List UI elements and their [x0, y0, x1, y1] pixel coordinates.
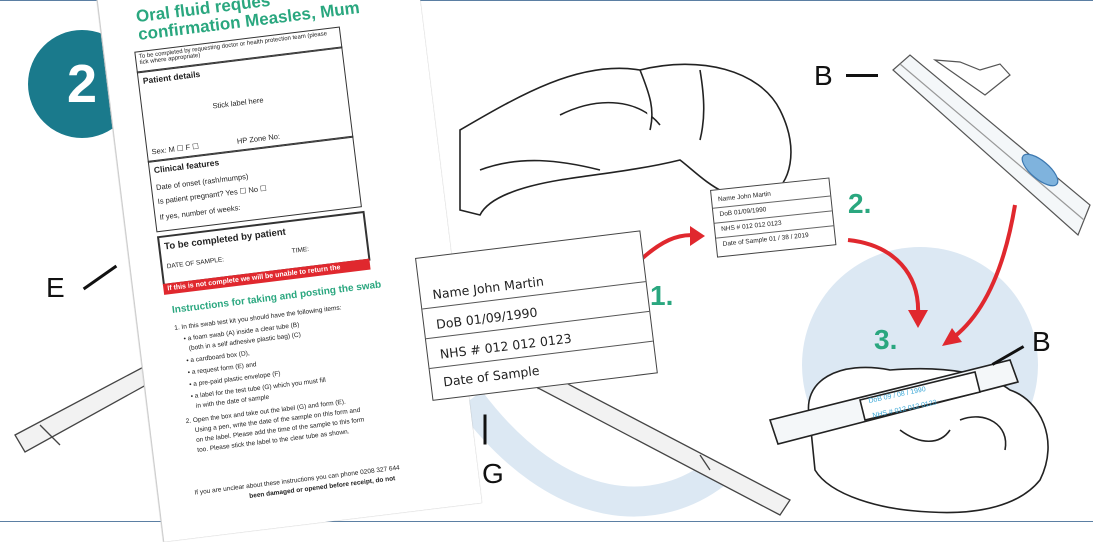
arrow-3-icon [942, 204, 1017, 346]
hp-zone-field: HP Zone No: [236, 131, 281, 146]
small-label-dob-row: DoB 01/09/1990 [719, 206, 767, 219]
swab-tube-icon [892, 54, 1091, 237]
label-nhs-row: NHS # 012 012 0123 [438, 330, 573, 362]
patient-section-heading: To be completed by patient [163, 226, 287, 253]
step-3-number: 3. [874, 324, 898, 355]
small-label-date-row: Date of Sample 01 / 38 / 2019 [722, 231, 810, 248]
weeks-field: If yes, number of weeks: [159, 202, 241, 222]
letter-b-top-pointer [846, 74, 878, 77]
label-dob-row: DoB 01/09/1990 [435, 304, 539, 332]
small-label-name-row: Name John Martin [717, 190, 772, 204]
decorative-swirl-2 [458, 390, 730, 517]
time-field: TIME: [291, 245, 310, 255]
hands-with-tube-icon [768, 359, 1049, 514]
stick-label-text: Stick label here [211, 95, 264, 111]
letter-g-label: G [482, 458, 504, 489]
letter-g-pointer [483, 414, 487, 445]
step-1-number: 1. [650, 280, 674, 311]
date-of-sample-field: DATE OF SAMPLE: [166, 256, 225, 271]
patient-details-heading: Patient details [142, 68, 201, 86]
arrow-2-icon [847, 238, 928, 328]
tube-label-large: Name John Martin DoB 01/09/1990 NHS # 01… [415, 230, 658, 401]
letter-b-top-label: B [814, 60, 833, 91]
hand-top-icon [459, 63, 792, 216]
label-date-row: Date of Sample [442, 362, 541, 390]
step-2-number: 2. [848, 188, 872, 219]
sex-field: Sex: M ☐ F ☐ [151, 141, 200, 157]
label-name-row: Name John Martin [431, 273, 545, 303]
clinical-features-heading: Clinical features [153, 157, 220, 176]
letter-e-label: E [46, 272, 65, 303]
tube-label-filled: Name John Martin DoB 01/09/1990 NHS # 01… [710, 177, 837, 258]
letter-b-right-label: B [1032, 326, 1051, 357]
